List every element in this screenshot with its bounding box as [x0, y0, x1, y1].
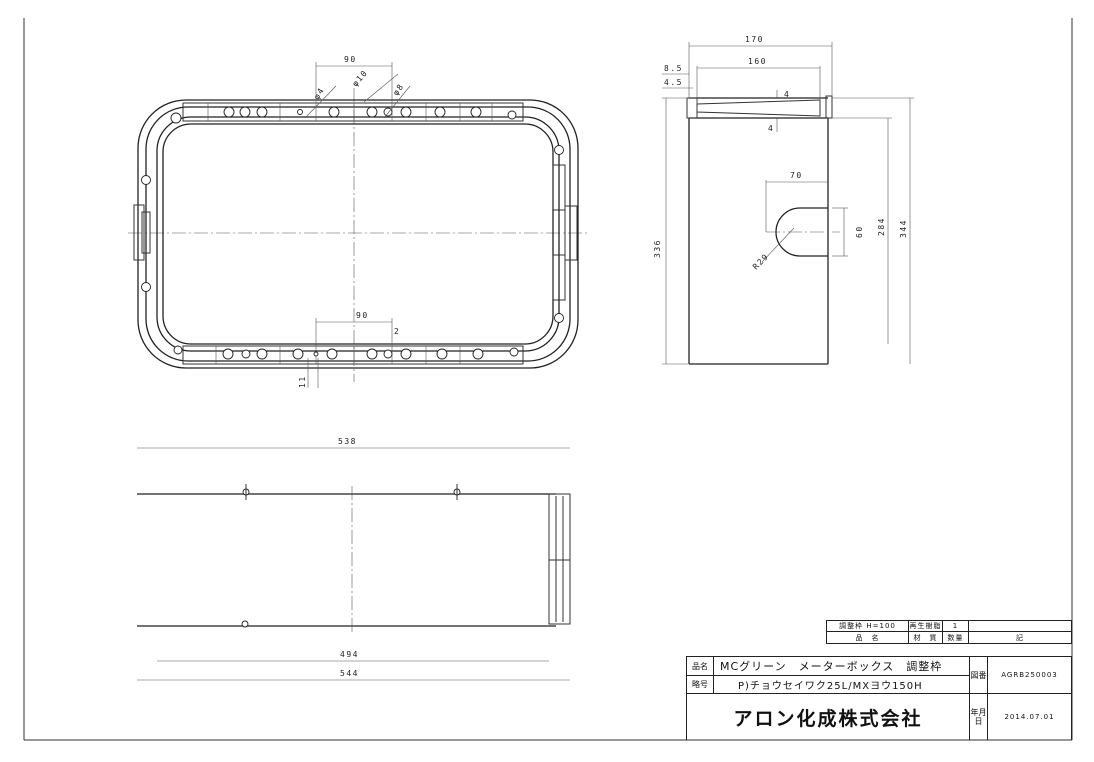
side-view: 60 284 344 336 170 160 8.5 4.5 4 4 70 R2… [653, 35, 914, 365]
side-offset-b-dim: 4.5 [664, 78, 683, 87]
side-inner-height-dim: 284 [877, 217, 886, 236]
side-flange-t2-dim: 4 [768, 124, 774, 133]
tb-hdr-remarks: 記 [969, 632, 1072, 644]
front-total-width-dim: 544 [340, 669, 359, 678]
plan-bottom-small-dim: 2 [394, 327, 400, 336]
title-block: 調整枠 H=100 再生樹脂 1 品 名 材 質 数量 記 品名 MCグリーン … [686, 620, 1072, 740]
front-view: 538 494 544 [137, 437, 571, 681]
side-height-left-dim: 336 [653, 239, 662, 258]
tb-label-drawing-no: 図番 [970, 656, 988, 694]
sheet-border [23, 18, 1073, 741]
side-offset-a-dim: 8.5 [664, 64, 683, 73]
plan-top-bosses [170, 102, 524, 124]
plan-bottom-offset-dim: 11 [298, 375, 307, 388]
tb-date: 2014.07.01 [988, 694, 1072, 740]
side-total-width-dim: 170 [745, 35, 764, 44]
plan-bottom-spacing-dim: 90 [356, 311, 369, 320]
front-inner-width-dim: 494 [340, 650, 359, 659]
tb-spec-cell: 調整枠 H=100 [826, 620, 909, 632]
plan-top-spacing-dim: 90 [344, 55, 357, 64]
tb-material-cell: 再生樹脂 [909, 620, 943, 632]
tb-quantity-cell: 1 [943, 620, 969, 632]
tb-drawing-no: AGRB250003 [988, 656, 1072, 694]
tb-company: アロン化成株式会社 [686, 694, 970, 740]
side-notch-radius-dim: R29 [751, 252, 771, 272]
front-top-width-dim: 538 [338, 437, 357, 446]
tb-remarks-cell [969, 620, 1072, 632]
tb-product-code: P)チョウセイワク25L/MXヨウ150H [714, 676, 970, 694]
side-notch-width-dim: 70 [790, 171, 803, 180]
tb-label-product-name: 品名 [686, 656, 714, 676]
side-body-width-dim: 160 [748, 57, 767, 66]
tb-hdr-material: 材 質 [909, 632, 943, 644]
plan-hole-d4-dim: φ4 [312, 86, 326, 101]
side-notch-height-dim: 60 [855, 225, 864, 238]
plan-hole-d8-dim: φ8 [391, 82, 406, 98]
tb-label-code: 略号 [686, 676, 714, 694]
tb-hdr-name: 品 名 [826, 632, 909, 644]
tb-label-date: 年月日 [970, 694, 988, 740]
tb-hdr-quantity: 数量 [943, 632, 969, 644]
plan-bottom-bosses [173, 345, 524, 365]
side-flange-t1-dim: 4 [784, 90, 790, 99]
plan-view: 90 φ4 φ10 φ8 90 2 11 [128, 55, 590, 388]
plan-hole-d10-dim: φ10 [351, 68, 370, 88]
side-height-right-dim: 344 [899, 219, 908, 238]
tb-product-name: MCグリーン メーターボックス 調整枠 [714, 656, 970, 676]
